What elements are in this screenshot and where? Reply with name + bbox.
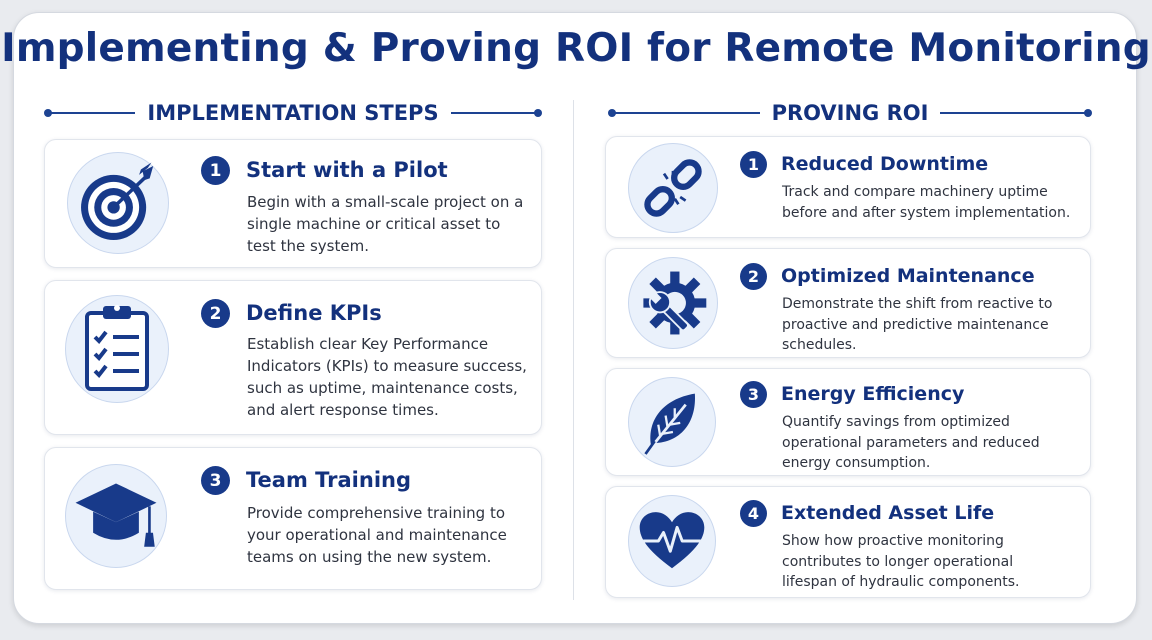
leaf-icon [644, 393, 696, 455]
broken-chain-icon [644, 159, 702, 217]
step-card-pilot: 1 Start with a Pilot Begin with a small-… [44, 139, 542, 268]
step-card-kpis: 2 Define KPIs Establish clear Key Perfor… [44, 280, 542, 435]
roi-description: Quantify savings from optimized operatio… [782, 414, 1040, 471]
roi-title: Energy Efficiency [781, 383, 965, 405]
graduation-icon-circle [65, 464, 167, 568]
header-rule [43, 109, 136, 117]
header-rule [608, 109, 760, 117]
target-icon [81, 162, 154, 240]
step-description: Provide comprehensive training to your o… [247, 504, 507, 566]
gear-icon-circle [628, 257, 718, 349]
implementation-steps-header: IMPLEMENTATION STEPS [43, 100, 543, 126]
target-icon-circle [67, 152, 169, 254]
step-title: Start with a Pilot [246, 158, 448, 182]
roi-card-energy: 3 Energy Efficiency Quantify savings fro… [605, 368, 1091, 476]
step-title: Team Training [246, 468, 412, 492]
implementation-steps-heading: IMPLEMENTATION STEPS [147, 101, 439, 125]
roi-card-maintenance: 2 Optimized Maintenance Demonstrate the … [605, 248, 1091, 358]
roi-title: Optimized Maintenance [781, 265, 1035, 287]
gear-wrench-icon [643, 271, 707, 335]
step-description: Establish clear Key Performance Indicato… [247, 335, 527, 419]
roi-description: Show how proactive monitoring contribute… [782, 533, 1020, 590]
roi-number-badge: 3 [740, 381, 767, 408]
graduation-cap-icon [75, 483, 157, 547]
roi-description: Track and compare machinery uptime befor… [782, 184, 1071, 221]
roi-card-downtime: 1 Reduced Downtime Track and compare mac… [605, 136, 1091, 238]
clipboard-checklist-icon [85, 305, 149, 391]
leaf-icon-circle [628, 377, 716, 467]
proving-roi-header: PROVING ROI [608, 100, 1092, 126]
step-description: Begin with a small-scale project on a si… [247, 193, 524, 255]
header-rule [940, 109, 1092, 117]
roi-card-asset-life: 4 Extended Asset Life Show how proactive… [605, 486, 1091, 598]
roi-number-badge: 4 [740, 500, 767, 527]
step-number-badge: 2 [201, 299, 230, 328]
page-title: Implementing & Proving ROI for Remote Mo… [1, 26, 1151, 71]
heart-pulse-icon [639, 512, 705, 569]
roi-title: Reduced Downtime [781, 153, 989, 175]
step-card-training: 3 Team Training Provide comprehensive tr… [44, 447, 542, 590]
roi-description: Demonstrate the shift from reactive to p… [782, 296, 1053, 353]
proving-roi-heading: PROVING ROI [771, 101, 929, 125]
clipboard-icon-circle [65, 295, 169, 403]
step-number-badge: 3 [201, 466, 230, 495]
roi-number-badge: 2 [740, 263, 767, 290]
roi-number-badge: 1 [740, 151, 767, 178]
header-rule [450, 109, 543, 117]
heart-icon-circle [628, 495, 716, 587]
column-divider [573, 100, 574, 600]
step-title: Define KPIs [246, 301, 382, 325]
chain-icon-circle [628, 143, 718, 233]
roi-title: Extended Asset Life [781, 502, 995, 524]
step-number-badge: 1 [201, 156, 230, 185]
